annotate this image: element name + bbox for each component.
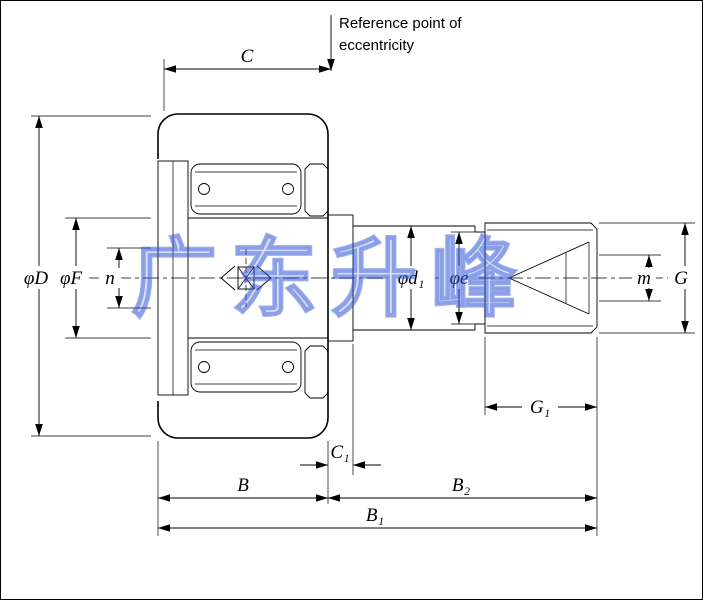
dim-label-B1: B₁ bbox=[366, 505, 384, 526]
dim-C: C bbox=[163, 46, 331, 111]
reference-point-annotation: Reference point of eccentricity bbox=[327, 15, 462, 71]
dim-label-C1: C₁ bbox=[330, 442, 349, 463]
label-mask bbox=[522, 396, 558, 418]
dim-C1: C₁ bbox=[300, 344, 381, 504]
watermark-text: 广东升峰 bbox=[131, 229, 531, 329]
dim-label-G: G bbox=[674, 268, 688, 289]
dim-phiF: φF bbox=[53, 217, 151, 339]
dim-B1: B₁ bbox=[158, 505, 597, 532]
dim-n: n bbox=[99, 247, 151, 309]
dim-label-phie: φe bbox=[450, 268, 469, 289]
dim-label-B: B bbox=[237, 475, 249, 496]
dim-label-B2: B₂ bbox=[452, 475, 471, 496]
dim-label-phiF: φF bbox=[60, 268, 83, 289]
dim-G1: G₁ bbox=[484, 337, 597, 418]
label-mask bbox=[13, 266, 61, 289]
annotation-line2: eccentricity bbox=[339, 37, 415, 54]
dim-label-C: C bbox=[241, 46, 254, 67]
dim-label-phid1: φd₁ bbox=[398, 268, 425, 289]
label-mask bbox=[388, 266, 435, 289]
section-cutaway bbox=[152, 159, 327, 401]
dim-B2: B₂ bbox=[328, 337, 598, 536]
dim-phie: φe bbox=[441, 231, 479, 325]
dim-label-G1: G₁ bbox=[530, 397, 550, 418]
needle-rollers-bottom bbox=[190, 341, 302, 393]
label-mask bbox=[441, 266, 478, 289]
dim-B: B bbox=[157, 441, 328, 536]
socket-cone-upper bbox=[508, 241, 590, 279]
roller-end-circle bbox=[198, 183, 210, 195]
annotation-line1: Reference point of bbox=[339, 15, 462, 32]
needle-rollers-top bbox=[190, 163, 302, 215]
dim-m: m bbox=[599, 254, 661, 302]
roller-assembly bbox=[152, 113, 329, 439]
socket-cone-lower bbox=[508, 277, 590, 315]
needle-cage-top bbox=[190, 163, 302, 215]
label-mask bbox=[632, 268, 656, 288]
label-mask bbox=[99, 268, 121, 288]
thread-body bbox=[484, 222, 598, 334]
roller-end-circle bbox=[198, 361, 210, 373]
needle-cage-bottom bbox=[190, 341, 302, 393]
roller-end-circle bbox=[282, 183, 294, 195]
dim-label-phiD: φD bbox=[24, 268, 49, 289]
end-plate-bottom bbox=[304, 345, 329, 399]
dim-label-m: m bbox=[637, 268, 651, 289]
dim-G: G bbox=[599, 222, 696, 334]
dim-phid1: φd₁ bbox=[388, 226, 435, 330]
grease-hole-cross bbox=[237, 266, 255, 290]
dim-phiD: φD bbox=[13, 115, 151, 437]
dim-label-n: n bbox=[105, 268, 115, 289]
label-mask bbox=[668, 266, 696, 289]
roller-end-circle bbox=[282, 361, 294, 373]
threaded-end bbox=[484, 222, 598, 334]
label-mask bbox=[53, 266, 89, 289]
dimensions: C Reference point of eccentricity φD φF bbox=[13, 15, 696, 536]
